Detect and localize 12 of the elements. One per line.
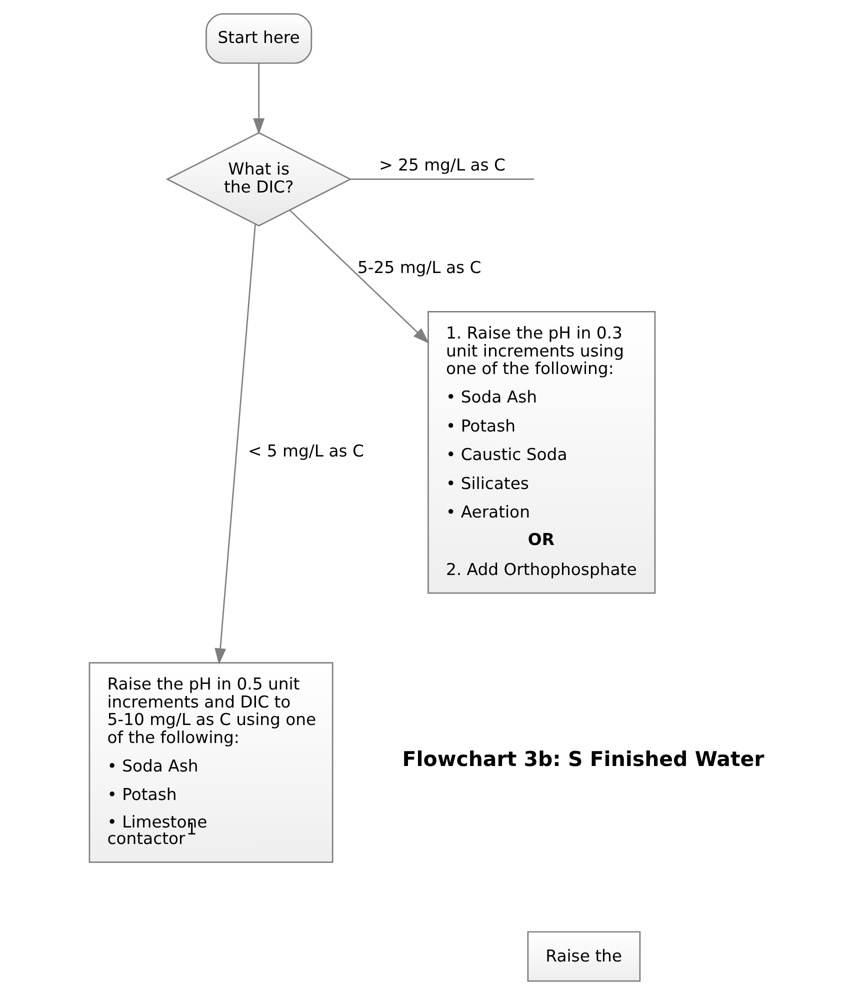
node-box: 1. Raise the pH in 0.3 unit increments using one of the following: • Soda Ash • Potash • Caustic Soda • Silicates • Aeration OR 2. Add Orthophosphate (427, 311, 656, 594)
edge-label: > 25 mg/L as C (378, 155, 506, 174)
edge-label: 5-25 mg/L as C (356, 258, 481, 277)
node-diamond: What is the DIC? (165, 132, 352, 226)
arrow (214, 224, 256, 665)
arrow (288, 210, 429, 344)
connector (350, 178, 534, 180)
edge-label: < 5 mg/L as C (247, 442, 364, 461)
node-box: Raise the (526, 931, 640, 982)
label: Flowchart 3b: S Finished Water (402, 746, 764, 771)
arrow (252, 63, 264, 135)
node-box: Start here (205, 13, 312, 64)
